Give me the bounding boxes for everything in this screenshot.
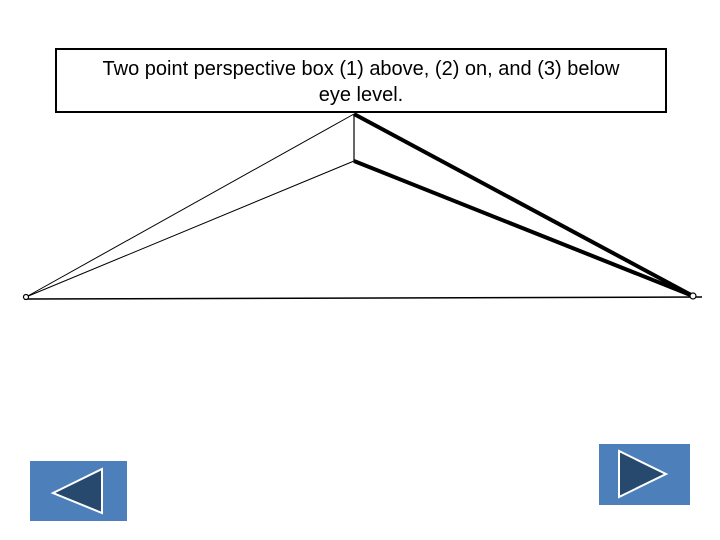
left-vanishing-point xyxy=(22,293,30,301)
bottom-edge-to-left-vp xyxy=(25,160,355,298)
slide-title-line-1: Two point perspective box (1) above, (2)… xyxy=(102,58,620,80)
top-edge-to-left-vp xyxy=(25,113,355,298)
right-vanishing-point xyxy=(689,292,697,300)
next-slide-button[interactable] xyxy=(599,444,690,505)
eye-level-horizon-line xyxy=(23,296,703,300)
back-arrow-icon xyxy=(50,467,103,515)
bottom-edge-to-right-vp xyxy=(353,159,694,298)
top-edge-to-right-vp xyxy=(353,112,694,298)
forward-arrow-icon xyxy=(618,449,669,499)
slide-title-line-2: eye level. xyxy=(318,84,404,106)
previous-slide-button[interactable] xyxy=(30,461,127,521)
slide-title-box: Two point perspective box (1) above, (2)… xyxy=(55,48,667,113)
